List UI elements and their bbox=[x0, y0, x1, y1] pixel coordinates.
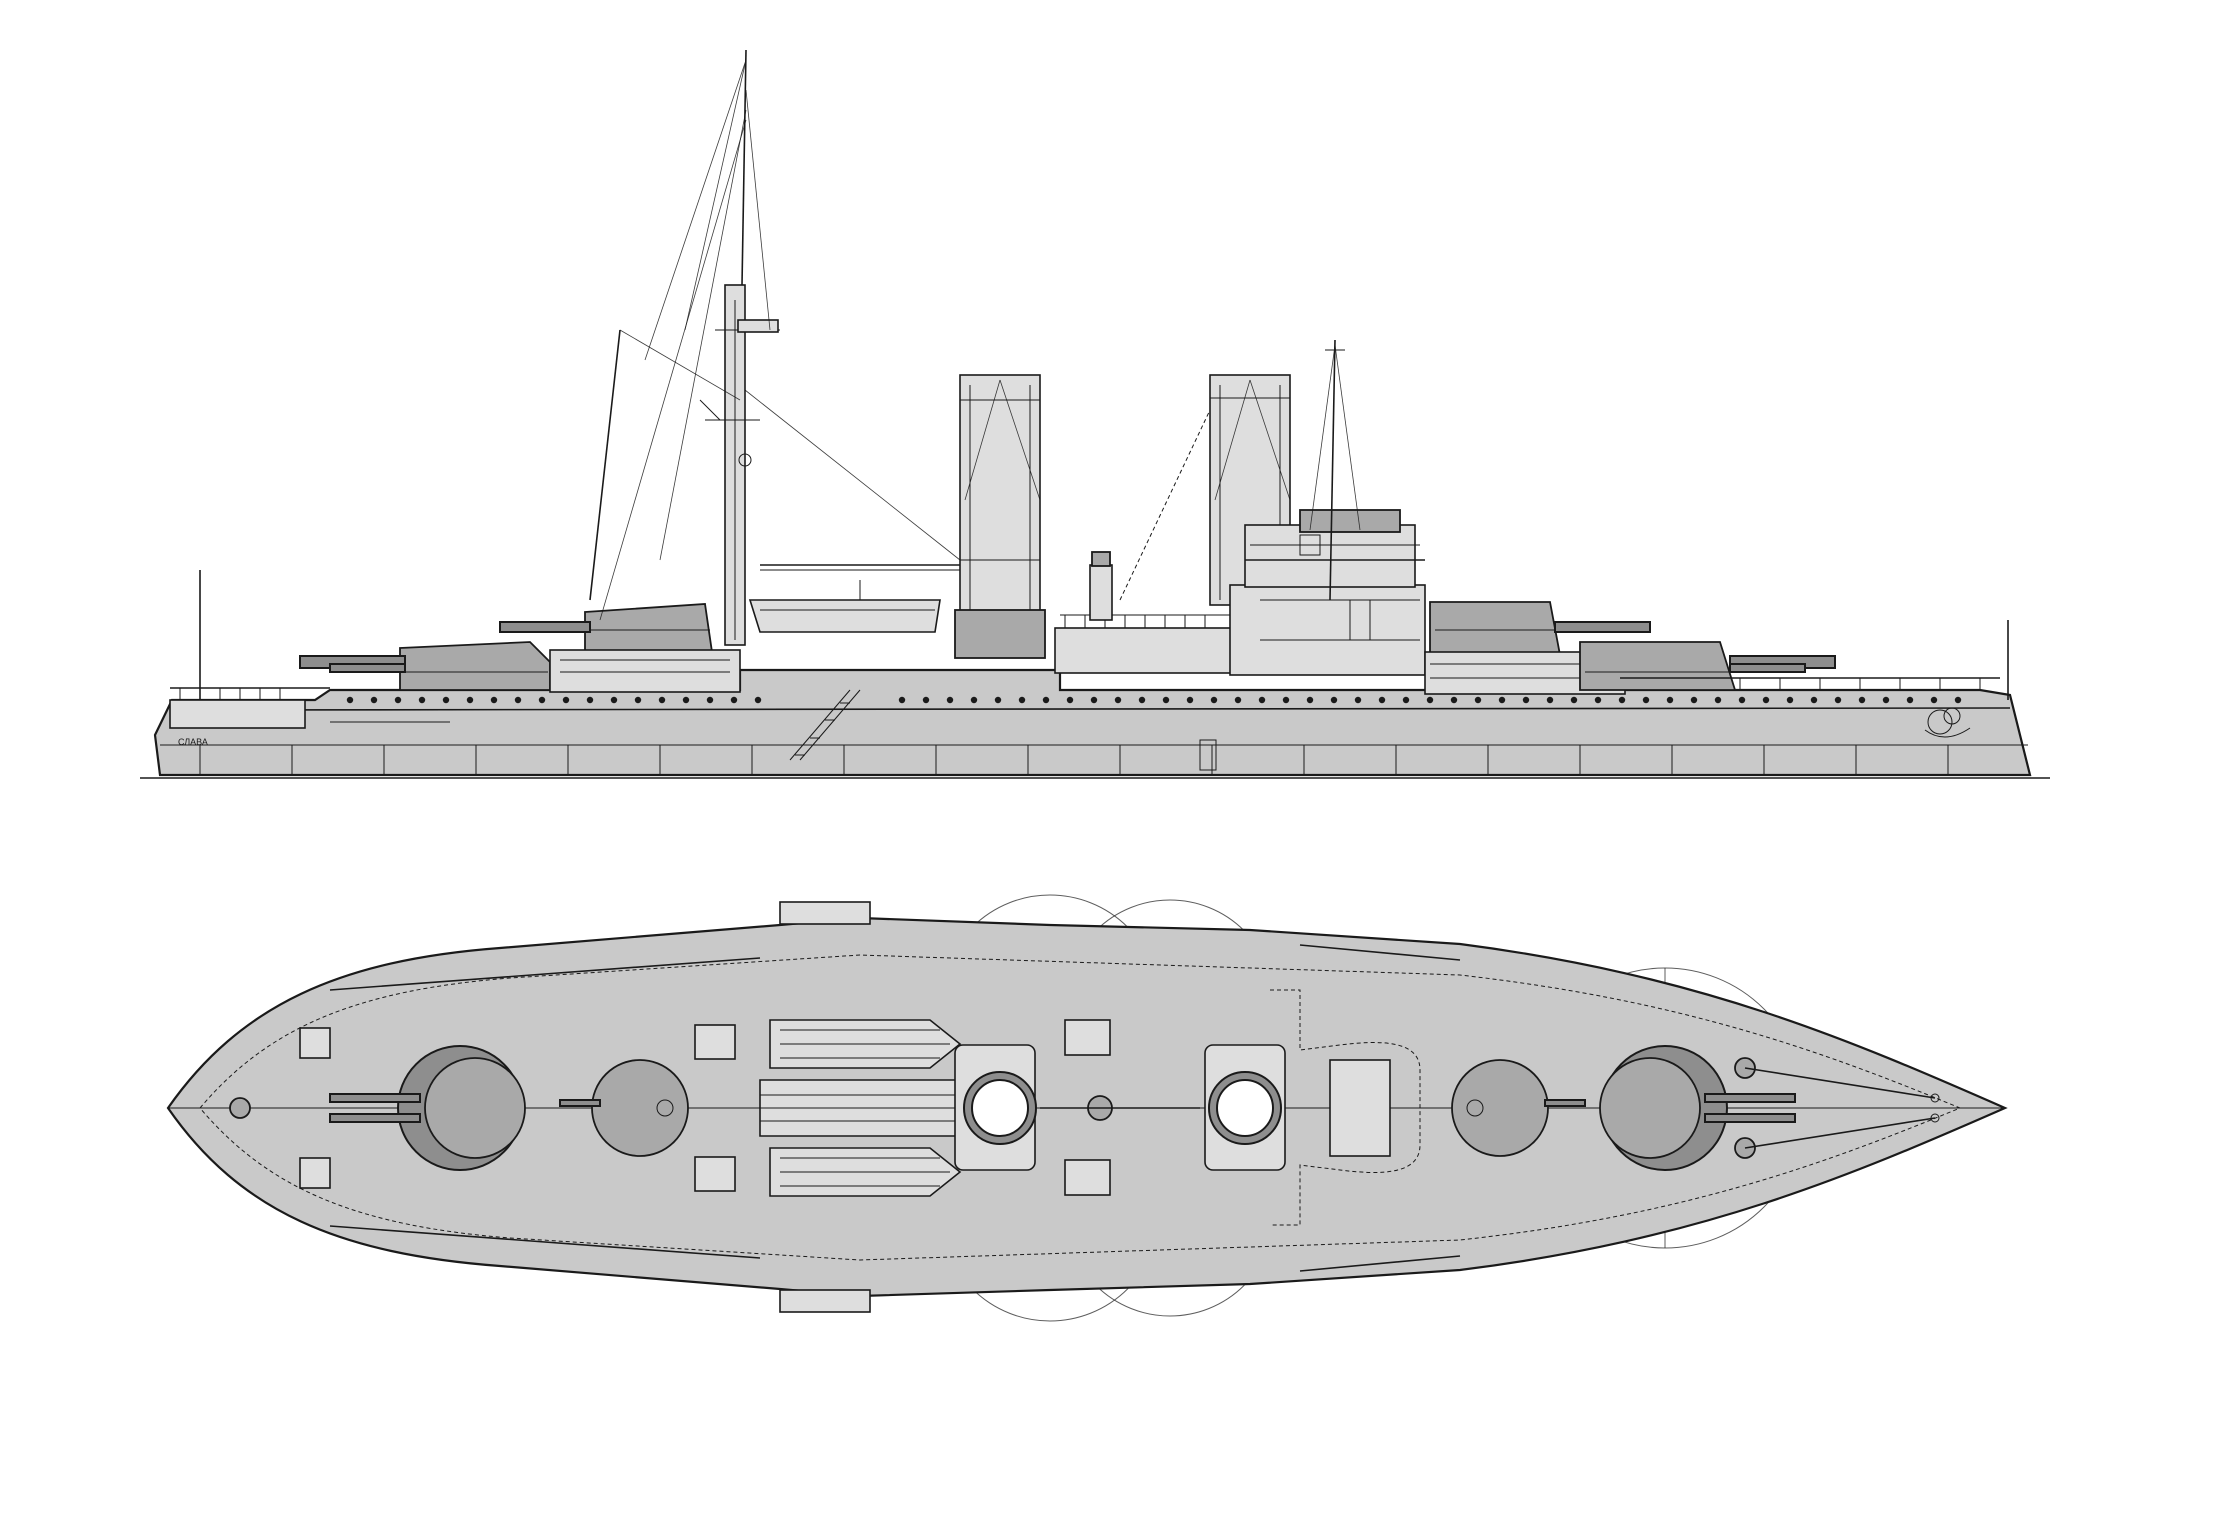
plan-fore-main-turret bbox=[1599, 1045, 1796, 1171]
aft-casemate-turret bbox=[499, 603, 714, 653]
porthole bbox=[1378, 696, 1386, 704]
porthole bbox=[1594, 696, 1602, 704]
porthole bbox=[1186, 696, 1194, 704]
porthole bbox=[922, 696, 930, 704]
boat-crane bbox=[760, 564, 975, 571]
bow-crest bbox=[1924, 707, 1971, 738]
porthole bbox=[610, 696, 618, 704]
porthole bbox=[1258, 696, 1266, 704]
forward-bridge bbox=[1229, 509, 1426, 676]
stern-gallery bbox=[169, 699, 306, 729]
porthole bbox=[1834, 696, 1842, 704]
plan-aft-casemate-turret bbox=[559, 1059, 689, 1157]
porthole bbox=[1498, 696, 1506, 704]
porthole bbox=[1522, 696, 1530, 704]
porthole bbox=[706, 696, 714, 704]
side-elevation-view: СЛАВА bbox=[140, 49, 2050, 779]
porthole bbox=[538, 696, 546, 704]
porthole bbox=[1906, 696, 1914, 704]
porthole bbox=[1210, 696, 1218, 704]
porthole bbox=[1666, 696, 1674, 704]
porthole bbox=[1426, 696, 1434, 704]
porthole bbox=[1642, 696, 1650, 704]
plan-fore-funnel bbox=[1204, 1044, 1286, 1171]
porthole bbox=[370, 696, 378, 704]
porthole bbox=[1042, 696, 1050, 704]
porthole bbox=[1738, 696, 1746, 704]
porthole bbox=[1450, 696, 1458, 704]
stern-name-marking: СЛАВА bbox=[178, 737, 208, 747]
porthole bbox=[394, 696, 402, 704]
porthole bbox=[634, 696, 642, 704]
porthole bbox=[490, 696, 498, 704]
midships-deckhouse bbox=[1054, 627, 1236, 674]
porthole bbox=[514, 696, 522, 704]
porthole bbox=[658, 696, 666, 704]
porthole bbox=[1858, 696, 1866, 704]
porthole bbox=[1762, 696, 1770, 704]
porthole bbox=[1306, 696, 1314, 704]
porthole bbox=[970, 696, 978, 704]
plan-stern-fittings bbox=[229, 1024, 736, 1192]
porthole bbox=[1066, 696, 1074, 704]
porthole bbox=[1282, 696, 1290, 704]
porthole bbox=[946, 696, 954, 704]
aft-funnel bbox=[954, 374, 1046, 659]
porthole bbox=[346, 696, 354, 704]
porthole bbox=[562, 696, 570, 704]
porthole bbox=[1882, 696, 1890, 704]
aft-main-turret bbox=[299, 641, 551, 691]
porthole bbox=[1690, 696, 1698, 704]
porthole bbox=[898, 696, 906, 704]
plan-capstans bbox=[1734, 1057, 1940, 1159]
plan-fore-casemate-turret bbox=[1451, 1059, 1586, 1157]
plan-aft-funnel bbox=[954, 1044, 1037, 1171]
porthole bbox=[1714, 696, 1722, 704]
porthole bbox=[1018, 696, 1026, 704]
porthole bbox=[1954, 696, 1962, 704]
porthole bbox=[418, 696, 426, 704]
porthole bbox=[1546, 696, 1554, 704]
portholes bbox=[346, 696, 1962, 704]
plan-bridge-outline bbox=[1270, 989, 1421, 1226]
porthole bbox=[994, 696, 1002, 704]
porthole bbox=[754, 696, 762, 704]
main-mast bbox=[589, 49, 961, 646]
plan-boats bbox=[759, 1019, 981, 1197]
porthole bbox=[586, 696, 594, 704]
searchlight-platform bbox=[1089, 409, 1211, 621]
porthole bbox=[1090, 696, 1098, 704]
porthole bbox=[1618, 696, 1626, 704]
plan-aft-main-turret bbox=[329, 1045, 526, 1171]
porthole bbox=[466, 696, 474, 704]
porthole bbox=[1138, 696, 1146, 704]
plan-view bbox=[166, 894, 2008, 1322]
porthole bbox=[1474, 696, 1482, 704]
porthole bbox=[730, 696, 738, 704]
porthole bbox=[1234, 696, 1242, 704]
porthole bbox=[1570, 696, 1578, 704]
plan-midships-fittings bbox=[1040, 1019, 1200, 1196]
porthole bbox=[1810, 696, 1818, 704]
fore-main-turret bbox=[1579, 641, 1836, 691]
porthole bbox=[1402, 696, 1410, 704]
porthole bbox=[1354, 696, 1362, 704]
porthole bbox=[1930, 696, 1938, 704]
porthole bbox=[1162, 696, 1170, 704]
fore-mast bbox=[1309, 339, 1361, 601]
porthole bbox=[1330, 696, 1338, 704]
porthole bbox=[1786, 696, 1794, 704]
side-launch-boat bbox=[748, 599, 941, 633]
porthole bbox=[442, 696, 450, 704]
porthole bbox=[682, 696, 690, 704]
accommodation-ladder bbox=[789, 689, 1217, 771]
porthole bbox=[1114, 696, 1122, 704]
side-hull bbox=[153, 668, 2032, 777]
